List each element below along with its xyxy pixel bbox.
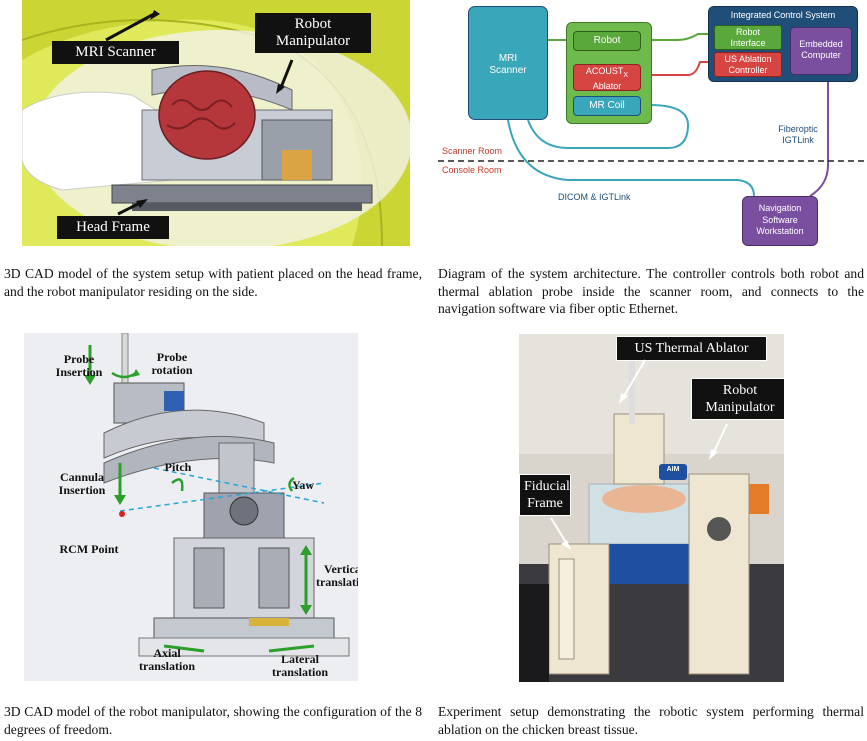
robot-box: Robot xyxy=(573,31,641,51)
robot-line-1: Robot xyxy=(294,16,332,32)
label-head-frame: Head Frame xyxy=(57,216,169,239)
embedded-line-2: Computer xyxy=(801,50,841,60)
embedded-line-1: Embedded xyxy=(799,39,843,49)
caption-system-setup: 3D CAD model of the system setup with pa… xyxy=(4,266,422,299)
robot-interface-line-1: Robot xyxy=(735,27,761,37)
acoustx-main: ACOUST xyxy=(585,66,624,76)
panel-system-setup: MRI Scanner Robot Manipulator Head Frame xyxy=(22,0,410,246)
label-pitch: Pitch xyxy=(164,460,192,474)
probe-rotation-line-1: Probe xyxy=(156,350,188,364)
label-mri-scanner: MRI Scanner xyxy=(52,41,179,64)
label-vertical-translation: Vertical translation xyxy=(308,563,358,589)
robot-line-2: Manipulator xyxy=(275,33,351,49)
arrow-robot-manipulator xyxy=(276,59,294,94)
fiberoptic-line-2: IGTLink xyxy=(782,135,814,145)
acoustx-sub: X xyxy=(623,71,629,79)
arrow-us-ablator xyxy=(619,359,646,404)
panel-robot-dof: Probe Insertion Probe rotation Cannula I… xyxy=(24,333,358,681)
us-ablation-controller-box: US Ablation Controller xyxy=(714,52,782,77)
arrow-mri-scanner xyxy=(105,10,160,42)
acoustx-line-2: Ablator xyxy=(592,80,622,91)
label-yaw: Yaw xyxy=(291,478,314,492)
label-lateral-translation: Lateral translation xyxy=(264,653,336,679)
fiberoptic-line-1: Fiberoptic xyxy=(778,124,818,134)
robot-photo-line-2: Manipulator xyxy=(705,400,775,415)
lateral-line-2: translation xyxy=(271,665,328,679)
nav-line-3: Workstation xyxy=(756,226,804,236)
arrow-fiducial xyxy=(550,517,571,550)
mri-scanner-label-2: Scanner xyxy=(489,65,527,76)
mr-coil-box: MR Coil xyxy=(573,96,641,116)
label-robot-manipulator: Robot Manipulator xyxy=(255,13,371,53)
robot-interface-box: Robot Interface xyxy=(714,25,782,50)
probe-insertion-line-2: Insertion xyxy=(55,365,103,379)
nav-line-2: Software xyxy=(762,214,798,225)
caption-robot-dof: 3D CAD model of the robot manipulator, s… xyxy=(4,704,422,737)
mri-scanner-label-1: MRI xyxy=(498,53,518,64)
label-cannula-insertion: Cannula Insertion xyxy=(52,471,112,497)
vertical-line-1: Vertical xyxy=(323,562,358,576)
vertical-line-2: translation xyxy=(315,575,358,589)
robot-interface-line-2: Interface xyxy=(730,37,766,48)
fiberoptic-label: Fiberoptic IGTLink xyxy=(770,124,826,146)
aim-logo: AIM xyxy=(666,466,680,473)
caption-experiment: Experiment setup demonstrating the robot… xyxy=(438,704,864,737)
fiducial-line-1: Fiducial xyxy=(524,479,570,494)
us-ablation-line-1: US Ablation xyxy=(724,54,772,64)
panel-architecture-diagram: MRI Scanner Robot ACOUSTX Ablator MR Coi… xyxy=(438,0,864,250)
ics-title: Integrated Control System xyxy=(730,10,836,20)
arrow-head-frame xyxy=(117,199,148,216)
dicom-igtlink-label: DICOM & IGTLink xyxy=(558,192,631,202)
embedded-computer-box: Embedded Computer xyxy=(790,27,852,75)
label-robot-manipulator-photo: Robot Manipulator xyxy=(691,378,784,420)
cannula-line-1: Cannula xyxy=(59,470,105,484)
fiducial-line-2: Frame xyxy=(527,496,563,511)
label-probe-insertion: Probe Insertion xyxy=(44,353,114,379)
panel-experiment-setup: AIM US Thermal Ablator Robot Manipulator… xyxy=(519,334,784,682)
robot-photo-line-1: Robot xyxy=(722,383,758,398)
label-probe-rotation: Probe rotation xyxy=(142,351,202,377)
axial-line-1: Axial xyxy=(153,646,181,660)
console-room-label: Console Room xyxy=(442,165,502,175)
nav-line-1: Navigation xyxy=(758,203,802,213)
label-us-thermal-ablator: US Thermal Ablator xyxy=(616,336,767,361)
label-rcm-point: RCM Point xyxy=(59,542,119,556)
acoustx-ablator-box: ACOUSTX Ablator xyxy=(573,64,641,91)
navigation-workstation-box: Navigation Software Workstation xyxy=(742,196,818,246)
caption-architecture: Diagram of the system architecture. The … xyxy=(438,266,864,316)
cannula-line-2: Insertion xyxy=(58,483,106,497)
axial-line-2: translation xyxy=(138,659,195,673)
label-axial-translation: Axial translation xyxy=(132,647,202,673)
mri-scanner-box: MRI Scanner xyxy=(468,6,548,120)
probe-insertion-line-1: Probe xyxy=(63,352,95,366)
lateral-line-1: Lateral xyxy=(281,652,319,666)
us-ablation-line-2: Controller xyxy=(728,64,768,75)
label-fiducial-frame: Fiducial Frame xyxy=(519,474,571,516)
architecture-connections xyxy=(438,33,864,197)
probe-rotation-line-2: rotation xyxy=(151,363,193,377)
arrow-robot-photo xyxy=(709,423,728,460)
scanner-room-label: Scanner Room xyxy=(442,146,503,156)
robot-cad-illustration xyxy=(24,333,358,681)
